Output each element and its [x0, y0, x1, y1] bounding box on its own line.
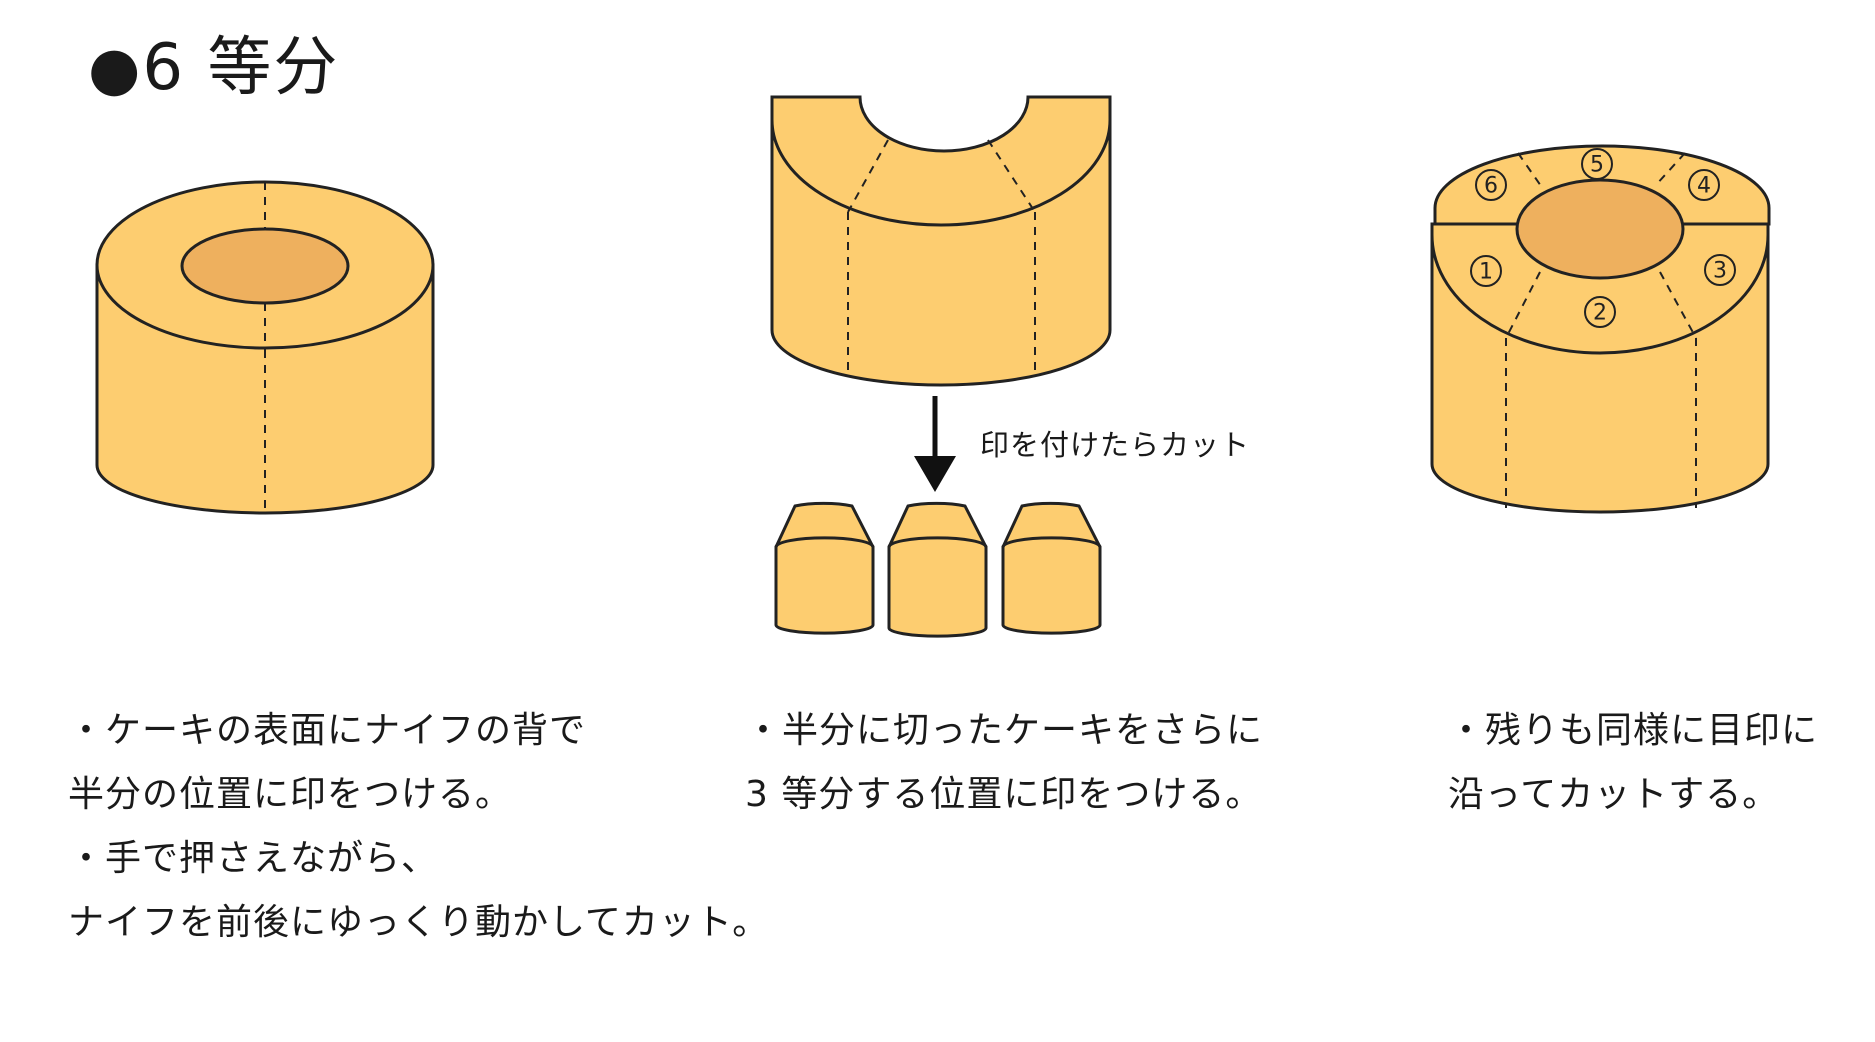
front-mark-top-left [1505, 271, 1541, 339]
piece-number-4-circle [1688, 169, 1720, 201]
piece-number-6: 6 [1475, 169, 1507, 201]
half-cake [770, 95, 1112, 387]
piece-3 [1001, 501, 1102, 635]
piece-number-2: 2 [1584, 296, 1616, 328]
front-half-top-edge [1430, 234, 1770, 355]
title-text: 6 等分 [142, 31, 340, 105]
front-half [1430, 222, 1770, 514]
caption-right-line-2: 沿ってカットする。 [1448, 774, 1780, 815]
title-bullet: ● [88, 34, 143, 104]
caption-right-line-1: ・残りも同様に目印に [1448, 710, 1819, 751]
caption-middle-line-2: 3 等分する位置に印をつける。 [745, 774, 1263, 815]
half-cake-top-edge [770, 119, 1112, 227]
numbered-cake-hole [1515, 178, 1685, 280]
piece-1-shape [774, 501, 875, 635]
piece-2-edge [887, 536, 988, 548]
whole-cake-hole [180, 227, 350, 305]
cut-pieces [774, 501, 1102, 638]
piece-number-3-label: 3 [1713, 259, 1727, 284]
caption-left: ・ケーキの表面にナイフの背で 半分の位置に印をつける。 ・手で押さえながら、 ナ… [68, 699, 769, 955]
half-cake-body [770, 95, 1112, 387]
back-mark-left [1517, 152, 1542, 187]
piece-number-4-label: 4 [1697, 174, 1711, 199]
cut-instruction-label: 印を付けたらカット [980, 428, 1251, 462]
title: ●6 等分 [88, 36, 339, 100]
piece-number-3-circle [1704, 254, 1736, 286]
piece-number-6-label: 6 [1484, 174, 1498, 199]
caption-middle: ・半分に切ったケーキをさらに 3 等分する位置に印をつける。 [745, 699, 1263, 827]
piece-number-5-label: 5 [1590, 153, 1604, 178]
caption-middle-line-1: ・半分に切ったケーキをさらに [745, 710, 1264, 751]
piece-number-5-circle [1581, 148, 1613, 180]
whole-cake [95, 180, 435, 515]
piece-number-2-label: 2 [1593, 301, 1607, 326]
piece-number-2-circle [1584, 296, 1616, 328]
caption-right: ・残りも同様に目印に 沿ってカットする。 [1448, 699, 1818, 827]
down-arrow [914, 396, 956, 492]
piece-1 [774, 501, 875, 635]
piece-1-edge [774, 536, 875, 548]
back-mark-right [1654, 152, 1686, 187]
piece-2-shape [887, 501, 988, 638]
front-mark-top-right [1659, 271, 1697, 339]
arrow-head [914, 456, 956, 492]
piece-number-5: 5 [1581, 148, 1613, 180]
piece-2 [887, 501, 988, 638]
piece-number-1-circle [1470, 255, 1502, 287]
piece-number-1-label: 1 [1479, 260, 1493, 285]
caption-left-line-3: ・手で押さえながら、 [68, 838, 439, 879]
piece-3-shape [1001, 501, 1102, 635]
piece-number-4: 4 [1688, 169, 1720, 201]
numbered-cake: 1 2 3 4 5 6 [1430, 144, 1771, 514]
piece-number-3: 3 [1704, 254, 1736, 286]
caption-left-line-4: ナイフを前後にゆっくり動かしてカット。 [68, 902, 770, 943]
piece-number-6-circle [1475, 169, 1507, 201]
piece-3-edge [1001, 536, 1102, 548]
piece-number-1: 1 [1470, 255, 1502, 287]
caption-left-line-1: ・ケーキの表面にナイフの背で [68, 710, 587, 751]
caption-left-line-2: 半分の位置に印をつける。 [68, 774, 513, 815]
